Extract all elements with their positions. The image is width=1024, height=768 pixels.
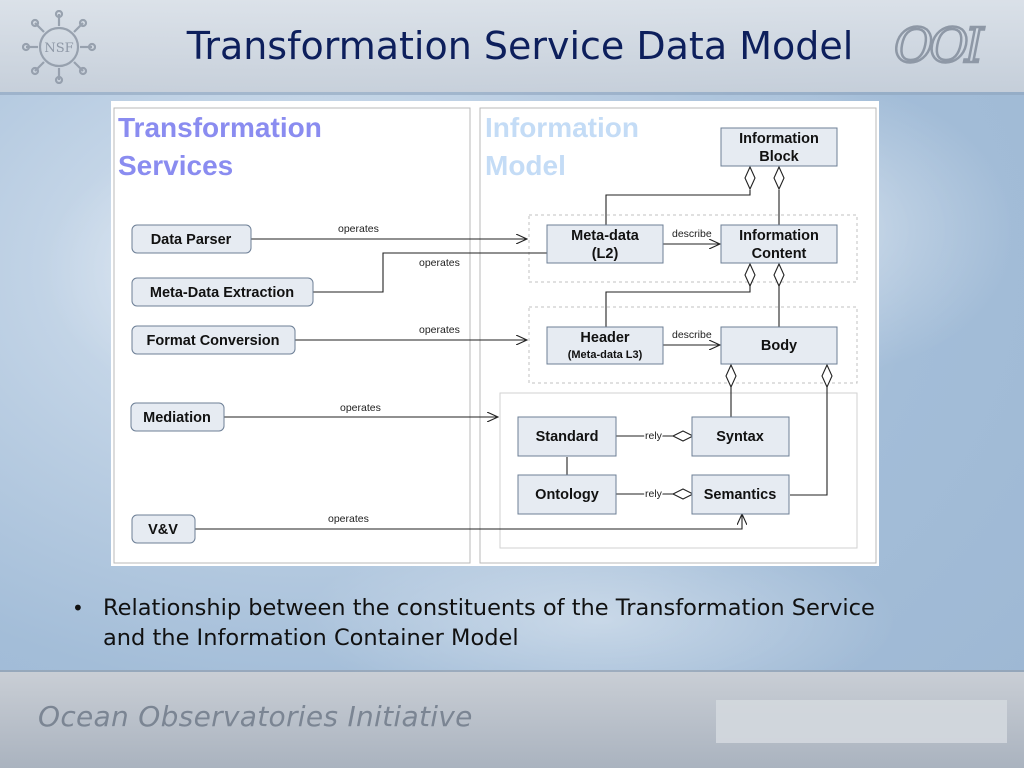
aggregation-diamond: [821, 363, 833, 389]
node-information-block-label-1: Information: [739, 131, 819, 147]
aggregation-diamond: [773, 262, 785, 288]
node-format-conversion: [131, 325, 296, 355]
node-standard-label: Standard: [536, 429, 599, 445]
services-panel-title-line1: Transformation: [118, 112, 322, 143]
node-body: [720, 326, 838, 365]
edge-label-operates: operates: [328, 513, 369, 525]
edge-label-describe: describe: [672, 228, 712, 240]
node-information-block: [720, 127, 838, 167]
transformation-data-model-diagram: Transformation Services Information Mode…: [111, 101, 879, 566]
node-header-label-2: (Meta-data L3): [568, 349, 643, 361]
node-mediation: [130, 402, 225, 432]
header-divider: [0, 92, 1024, 95]
bullet-text: Relationship between the constituents of…: [103, 595, 875, 651]
node-information-block-label-2: Block: [759, 149, 799, 165]
header-band: [0, 0, 1024, 92]
nsf-logo: NSF: [22, 10, 96, 84]
edge-label-operates: operates: [419, 257, 460, 269]
footer-title: Ocean Observatories Initiative: [38, 700, 473, 733]
metadata-group-box: [528, 214, 858, 283]
node-standard: [517, 416, 617, 457]
node-vv: [131, 514, 196, 544]
node-ontology: [517, 474, 617, 515]
node-meta-data-label-1: Meta-data: [571, 228, 640, 244]
node-ontology-label: Ontology: [535, 487, 599, 503]
footer-placeholder-box: [716, 700, 1007, 743]
node-information-content-label-1: Information: [739, 228, 819, 244]
aggregation-diamond: [725, 363, 737, 389]
edge-metadata-extraction-metadata: [313, 252, 547, 293]
aggregation-diamond: [744, 262, 756, 288]
edge-header-to-content: [605, 285, 751, 327]
edge-label-rely: rely: [645, 488, 663, 500]
edge-label-operates: operates: [340, 402, 381, 414]
edge-label-operates: operates: [419, 324, 460, 336]
node-syntax: [691, 416, 790, 457]
node-data-parser-label: Data Parser: [151, 232, 232, 248]
services-panel-title-line2: Services: [118, 150, 233, 181]
page-title: Transformation Service Data Model: [186, 24, 854, 68]
nsf-logo-text: NSF: [44, 41, 73, 56]
edge-semantics-to-body: [790, 386, 828, 496]
ooi-logo: OOI: [893, 17, 990, 72]
services-panel: [113, 107, 471, 564]
edge-metadata-to-block: [605, 190, 751, 225]
header-body-group-box: [528, 306, 858, 384]
information-model-panel: [479, 107, 877, 564]
node-format-conversion-label: Format Conversion: [147, 333, 280, 349]
node-vv-label: V&V: [148, 522, 178, 538]
node-syntax-label: Syntax: [716, 429, 764, 445]
aggregation-diamond: [773, 165, 785, 191]
edge-label-rely: rely: [645, 430, 663, 442]
node-data-parser: [131, 224, 252, 254]
edge-vv-semantics: [195, 514, 742, 530]
node-meta-data-extraction: [131, 277, 314, 307]
node-meta-data-label-2: (L2): [592, 246, 619, 262]
bullet-marker: •: [72, 596, 84, 620]
node-header-label-1: Header: [580, 330, 630, 346]
node-information-content: [720, 224, 838, 264]
node-mediation-label: Mediation: [143, 410, 211, 426]
node-header: [546, 326, 664, 365]
node-information-content-label-2: Content: [752, 246, 807, 262]
node-semantics: [691, 474, 790, 515]
edge-label-operates: operates: [338, 223, 379, 235]
model-panel-title-line1: Information: [485, 112, 639, 143]
ooi-logo-text: OOI: [894, 18, 985, 72]
node-semantics-label: Semantics: [704, 487, 777, 503]
aggregation-diamond: [744, 165, 756, 191]
node-meta-data-extraction-label: Meta-Data Extraction: [150, 285, 294, 301]
node-body-label: Body: [761, 338, 797, 354]
edge-label-describe: describe: [672, 329, 712, 341]
node-meta-data: [546, 224, 664, 264]
footer-divider: [0, 670, 1024, 673]
standards-group-box: [499, 392, 858, 549]
model-panel-title-line2: Model: [485, 150, 566, 181]
